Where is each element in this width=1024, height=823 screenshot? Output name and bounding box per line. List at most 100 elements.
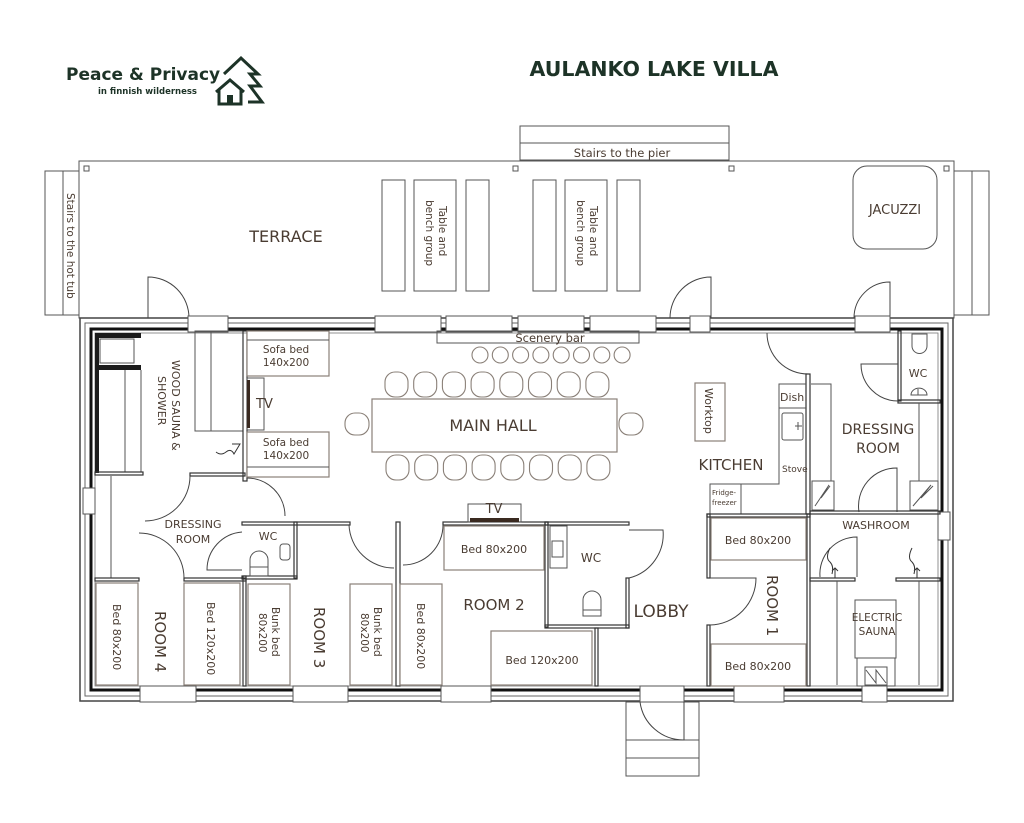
room4-bed-left-label: Bed 80x200 [110,604,123,670]
washroom-label: WASHROOM [842,519,910,532]
wood-sauna-label-2: SHOWER [155,376,168,426]
window-left [82,487,96,515]
table-group-2-line1: Table and [587,205,599,256]
bar-stool [552,346,570,364]
scenery-bar: Scenery bar [436,330,640,345]
tv-hall: TV [246,377,273,431]
scenery-bar-label: Scenery bar [515,331,585,345]
room2-bed-top-label: Bed 80x200 [461,543,527,556]
hall-chair [385,454,410,481]
electric-sauna-label-2: SAUNA [859,626,897,638]
room-1: Bed 80x200 Bed 80x200 ROOM 1 [706,513,811,687]
room3-bunk-left-label-2: 80x200 [256,613,268,653]
stairs-to-hot-tub: Stairs to the hot tub [44,170,80,316]
room-2: TV Bed 80x200 Bed 80x200 Bed 120x200 ROO… [395,502,593,687]
shower-icon [215,443,241,456]
dining-table: MAIN HALL [371,398,618,453]
entrance-stairs [625,701,700,777]
room2-bed-bottom-label: Bed 120x200 [505,654,578,667]
sofa-bed-top-label-1: Sofa bed [263,344,309,356]
fridge-label-2: freezer [712,499,737,507]
room4-bed-right-label: Bed 120x200 [204,602,217,675]
table-group-2: Table and bench group [532,179,641,292]
sofa-bed-bottom-label-2: 140x200 [263,450,309,462]
dressing-room-left: DRESSING ROOM [94,476,247,582]
hall-door [246,477,286,517]
hall-chair-end-right [618,412,644,436]
room1-bed-bottom-label: Bed 80x200 [725,660,791,673]
tree-house-icon [215,55,265,106]
table-group-1-line1: Table and [436,205,448,256]
room3-label: ROOM 3 [310,607,328,668]
right-wing: WC DRESSING ROOM WASHROOM ELECTRIC SAUNA [809,330,941,687]
hall-chair-end-left [344,412,370,436]
washroom-shower-icon-left [827,547,839,578]
bar-stool [613,346,631,364]
hall-chair [499,371,524,398]
wc-center-label: WC [581,551,601,565]
worktop-label: Worktop [702,388,715,434]
stove-label: Stove [782,465,808,475]
room2-bed-left-label: Bed 80x200 [414,603,427,669]
jacuzzi: JACUZZI [852,165,938,250]
room1-bed-top-label: Bed 80x200 [725,534,791,547]
stairs-pier-label: Stairs to the pier [574,146,671,160]
terrace: TERRACE [78,160,955,319]
bar-stool [512,346,530,364]
dishwasher-label: Dish. [780,391,808,404]
dressing-left-label-2: ROOM [176,533,210,546]
hall-chairs-bottom [385,454,611,481]
table-group-2-line2: bench group [574,200,586,266]
room-3: WC Bunk bed 80x200 Bunk bed 80x200 ROOM … [206,521,395,687]
wood-sauna-area: WOOD SAUNA & SHOWER [94,330,248,522]
stairs-hot-tub-label: Stairs to the hot tub [64,193,76,299]
terrace-doors [147,276,891,319]
table-group-1-line2: bench group [423,200,435,266]
hall-chair [442,454,467,481]
hall-chair [586,454,611,481]
terrace-label: TERRACE [248,227,322,246]
hall-chairs-top [384,371,610,398]
hall-chair [413,371,438,398]
hall-chair [471,454,496,481]
wood-sauna-label-1: WOOD SAUNA & [169,360,182,451]
room1-label: ROOM 1 [763,575,781,636]
hall-chair [556,371,581,398]
main-hall-label: MAIN HALL [449,416,536,435]
sofa-bed-top-label-2: 140x200 [263,357,309,369]
bar-stools [471,346,631,364]
hall-chair [414,454,439,481]
hall-chair [527,371,553,398]
stairs-to-pier: Stairs to the pier [519,125,730,161]
room3-bunk-right-label-1: Bunk bed [371,607,383,657]
fridge-label-1: Fridge- [712,489,737,497]
logo: Peace & Privacy in finnish wilderness [66,55,265,106]
bar-stool [491,346,509,364]
jacuzzi-label: JACUZZI [868,203,921,218]
kitchen-label: KITCHEN [699,456,764,474]
logo-name: Peace & Privacy [66,65,220,85]
sofa-bed-bottom: Sofa bed 140x200 [246,431,330,478]
bar-stool [532,346,550,364]
room3-bunk-left-label-1: Bunk bed [269,607,281,657]
table-group-1: Table and bench group [381,179,490,292]
hall-chair [528,454,554,481]
tv-room2-label: TV [485,502,503,517]
sauna-door [819,536,858,578]
windows-top [187,315,891,333]
room3-bunk-right-label-2: 80x200 [358,613,370,653]
bar-stool [471,346,489,364]
windows-bottom [139,685,888,703]
hall-chair [500,454,525,481]
kitchen: Worktop Dish. Stove Fridge- freezer KITC… [694,332,811,515]
dressing-right-label-1: DRESSING [842,422,915,438]
room-4: Bed 80x200 Bed 120x200 ROOM 4 [95,582,241,686]
sofa-bed-top: Sofa bed 140x200 [246,330,330,377]
sofa-bed-bottom-label-1: Sofa bed [263,437,309,449]
dressing-right-label-2: ROOM [856,441,900,457]
hall-chair [441,371,466,398]
hall-chair [585,371,610,398]
bar-stool [593,346,611,364]
page-title: AULANKO LAKE VILLA [530,57,779,81]
